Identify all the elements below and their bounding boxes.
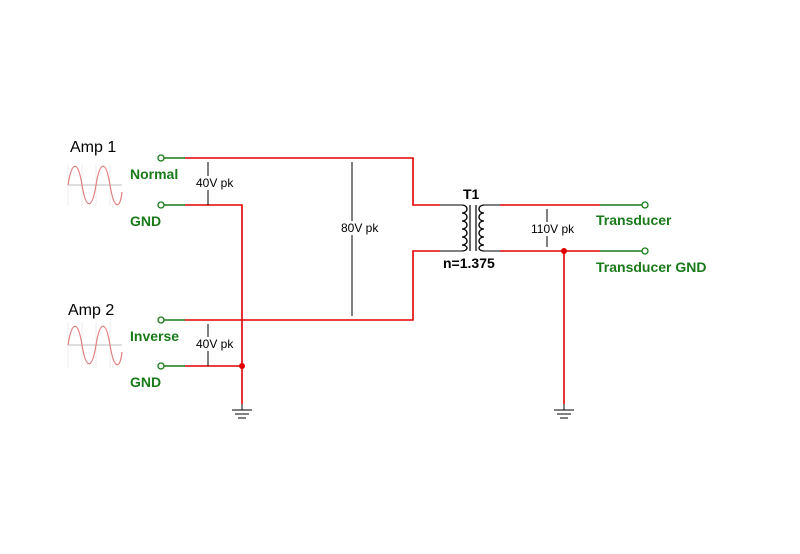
transformer-t1: T1 n=1.375: [443, 186, 495, 271]
ground-junction-right: [561, 248, 567, 254]
transformer-ref-label: T1: [463, 186, 480, 202]
transformer-ratio-label: n=1.375: [443, 255, 495, 271]
amp1-normal-label: Normal: [130, 166, 178, 182]
amp2-title: Amp 2: [68, 302, 114, 319]
terminal-stubs: [161, 157, 645, 367]
amp2-group: Amp 2 Inverse GND: [67, 302, 179, 390]
primary-coil: [461, 204, 468, 252]
amp1-normal-terminal: [157, 154, 165, 162]
primary-leads: [440, 204, 500, 252]
wiring: [185, 157, 600, 404]
amp2-voltage-label: 40V pk: [196, 337, 234, 351]
ground-icon-right: [554, 404, 574, 419]
transducer-label: Transducer: [596, 212, 672, 228]
amp2-sine-icon: [67, 322, 123, 368]
ground-junction-left: [239, 363, 245, 369]
amp1-gnd-terminal: [157, 201, 165, 209]
amp1-group: Amp 1 Normal GND: [67, 139, 178, 229]
amp1-sine-icon: [67, 164, 123, 206]
secondary-voltage-label: 110V pk: [531, 222, 575, 236]
amp2-gnd-label: GND: [130, 374, 161, 390]
amp1-voltage-label: 40V pk: [196, 176, 234, 190]
amp1-gnd-label: GND: [130, 213, 161, 229]
amp2-inverse-label: Inverse: [130, 328, 179, 344]
secondary-coil: [478, 204, 485, 252]
transducer-gnd-label: Transducer GND: [596, 259, 706, 275]
ground-icon-left: [232, 404, 252, 419]
voltage-markers: [207, 162, 548, 366]
terminals: [157, 154, 649, 370]
bridge-voltage-label: 80V pk: [341, 221, 379, 235]
transducer-terminal: [641, 201, 649, 209]
amp2-gnd-terminal: [157, 362, 165, 370]
amp2-inverse-terminal: [157, 316, 165, 324]
transducer-gnd-terminal: [641, 247, 649, 255]
amp1-title: Amp 1: [70, 139, 116, 156]
